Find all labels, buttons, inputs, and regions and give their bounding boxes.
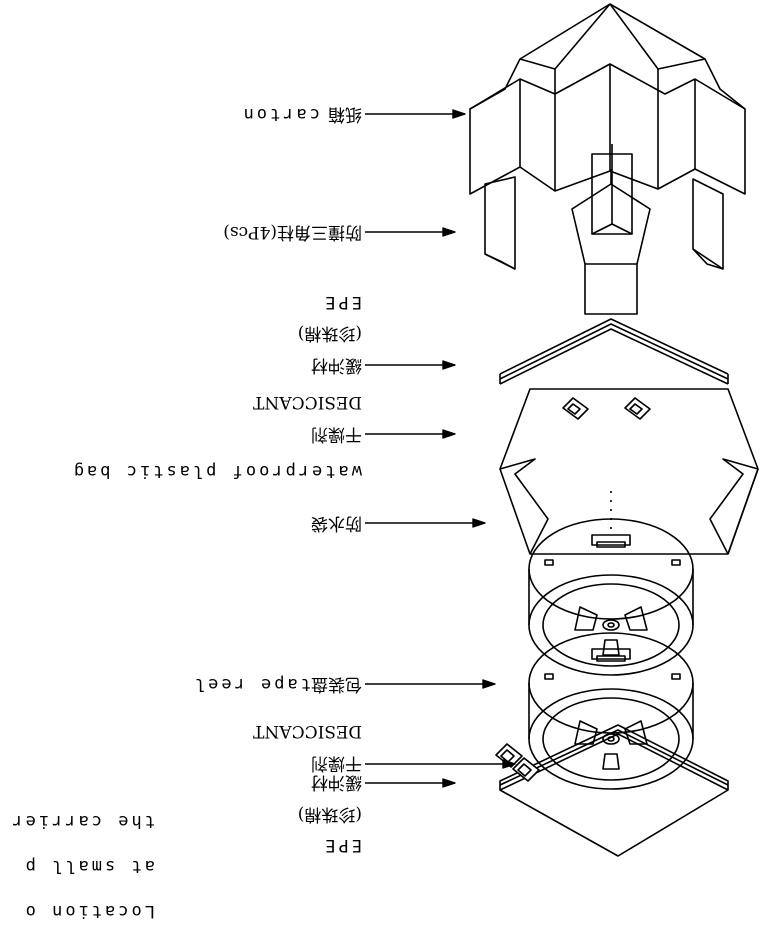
label-tape-reel-cn: 包装盘 — [311, 674, 362, 694]
label-epe-bottom: EPE — [322, 835, 362, 855]
waterproof-bag — [499, 388, 759, 555]
note-line-2: at small p — [22, 856, 155, 876]
label-pearl-cotton-top: (珍珠棉) — [297, 323, 362, 343]
arrowhead-tape-reel — [482, 679, 496, 689]
carton-box — [469, 3, 746, 315]
desiccant-pack-lower — [495, 743, 540, 782]
label-carton: 纸箱 carton — [241, 104, 362, 124]
label-tape-reel-en: tape reel — [191, 674, 311, 694]
label-corner-post: 防撞三角柱(4Pcs) — [223, 222, 362, 242]
arrowhead-cushion-top — [442, 360, 456, 370]
arrowhead-desiccant-bottom — [502, 759, 516, 769]
label-cushion-bottom: 緩沖材 — [311, 772, 362, 792]
label-desiccant-bottom-en: DESICCANT — [253, 721, 362, 741]
label-waterproof-bag-en: waterproof plastic bag — [70, 461, 362, 481]
label-desiccant-bottom-cn: 干燥剂 — [311, 753, 362, 773]
label-waterproof-bag-cn: 防水袋 — [311, 513, 362, 533]
label-epe-top: EPE — [322, 292, 362, 312]
arrowhead-cushion-bottom — [442, 778, 456, 788]
label-desiccant-top-cn: 干燥剂 — [311, 424, 362, 444]
leader-arrows — [365, 109, 516, 788]
arrowhead-corner-post — [442, 227, 456, 237]
label-tape-reel: 包装盘tape reel — [192, 674, 362, 694]
tape-reel-upper — [528, 518, 694, 676]
arrowhead-carton — [452, 109, 466, 119]
label-carton-en: carton — [240, 104, 320, 124]
label-corner-post-cn: 防撞三角柱 — [277, 222, 362, 242]
epe-cushion-pad-top — [499, 318, 729, 385]
label-carton-cn: 纸箱 — [328, 104, 362, 124]
arrowhead-waterproof-bag — [472, 518, 486, 528]
epe-cushion-pad-bottom — [499, 724, 729, 857]
desiccant-pack-in-bag — [562, 397, 651, 420]
note-line-1: Location o — [22, 901, 155, 921]
label-pearl-cotton-bottom: (珍珠棉) — [297, 804, 362, 824]
arrowhead-desiccant-top — [442, 429, 456, 439]
tape-reel-lower — [528, 632, 694, 790]
label-desiccant-top-en: DESICCANT — [253, 392, 362, 412]
note-line-3: the carrier — [9, 811, 155, 831]
label-corner-post-en: (4Pcs) — [223, 222, 277, 242]
label-cushion-top: 緩沖材 — [311, 355, 362, 375]
